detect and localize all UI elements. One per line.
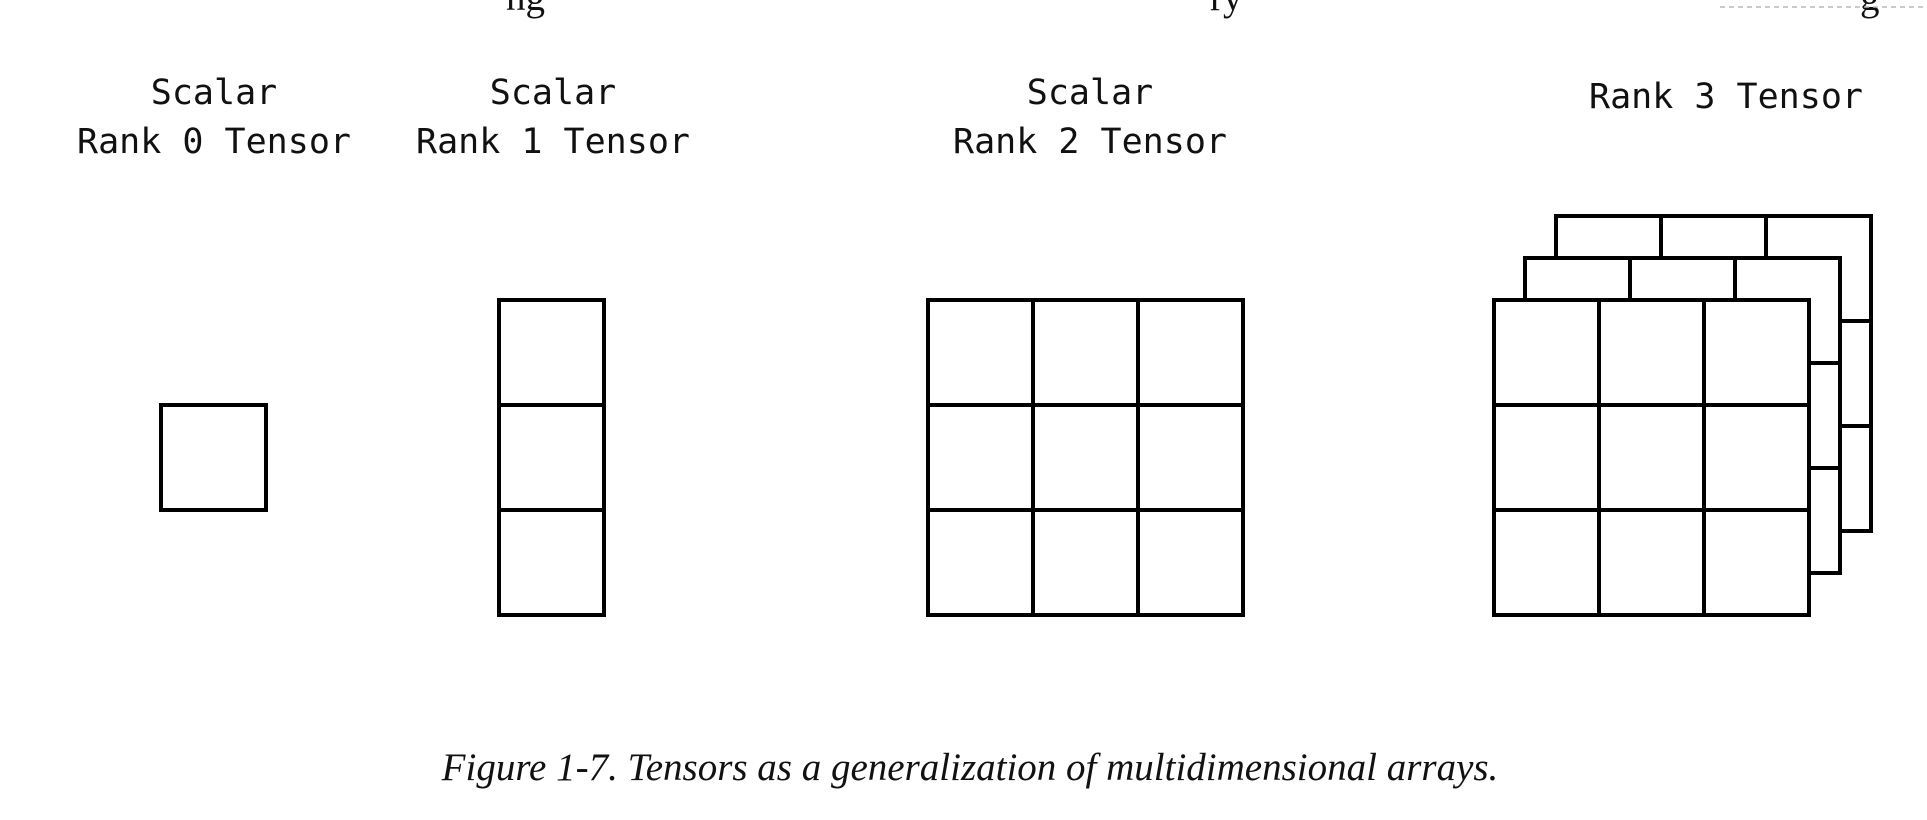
tensor-cell bbox=[1597, 298, 1706, 407]
tensor-title: Scalar bbox=[490, 73, 616, 113]
tensor-cell bbox=[1031, 403, 1140, 512]
tensor-cell bbox=[1136, 298, 1245, 407]
tensor-grid bbox=[926, 298, 1245, 617]
tensor-title: Scalar bbox=[151, 73, 277, 113]
tensor-layer bbox=[926, 298, 1245, 617]
tensor-layer bbox=[159, 403, 268, 512]
tensor-title: Rank 3 Tensor bbox=[1589, 77, 1863, 117]
tensor-rank-0: Scalar Rank 0 Tensor bbox=[77, 73, 351, 512]
tensor-cell bbox=[1597, 403, 1706, 512]
tensor-rank-2: Scalar Rank 2 Tensor bbox=[926, 73, 1245, 617]
tensor-cell bbox=[1136, 508, 1245, 617]
tensor-cell bbox=[1492, 403, 1601, 512]
tensor-cell bbox=[926, 403, 1035, 512]
tensor-cell bbox=[1702, 298, 1811, 407]
tensor-subtitle: Rank 2 Tensor bbox=[953, 122, 1227, 162]
tensor-cell bbox=[497, 403, 606, 512]
tensor-cell bbox=[1136, 403, 1245, 512]
figure-caption: Figure 1-7. Tensors as a generalization … bbox=[441, 746, 1499, 789]
tensor-cell bbox=[1702, 403, 1811, 512]
tensor-title: Scalar bbox=[1027, 73, 1153, 113]
tensor-cell bbox=[497, 508, 606, 617]
clipped-text-right: g bbox=[1860, 0, 1880, 19]
tensor-cell bbox=[1031, 508, 1140, 617]
tensor-cell bbox=[1702, 508, 1811, 617]
clipped-text-line: ng ry g bbox=[506, 0, 1925, 19]
tensor-subtitle: Rank 0 Tensor bbox=[77, 122, 351, 162]
tensor-cell bbox=[926, 298, 1035, 407]
tensor-cell bbox=[1597, 508, 1706, 617]
tensor-cell bbox=[497, 298, 606, 407]
tensor-grid bbox=[497, 298, 606, 617]
tensor-cell bbox=[159, 403, 268, 512]
tensor-cell bbox=[926, 508, 1035, 617]
tensor-cell bbox=[1492, 298, 1601, 407]
tensor-layer bbox=[497, 298, 606, 617]
tensor-rank-1: Scalar Rank 1 Tensor bbox=[416, 73, 690, 617]
tensor-cell bbox=[1031, 298, 1140, 407]
tensor-layer-1 bbox=[1492, 298, 1811, 617]
clipped-text-middle: ry bbox=[1210, 0, 1243, 19]
tensor-cell bbox=[1492, 508, 1601, 617]
tensor-rank-3: Rank 3 Tensor bbox=[1492, 77, 1873, 617]
tensor-grid bbox=[1492, 214, 1873, 617]
clipped-text-left: ng bbox=[506, 0, 545, 19]
tensor-subtitle: Rank 1 Tensor bbox=[416, 122, 690, 162]
tensor-grid bbox=[159, 403, 268, 512]
